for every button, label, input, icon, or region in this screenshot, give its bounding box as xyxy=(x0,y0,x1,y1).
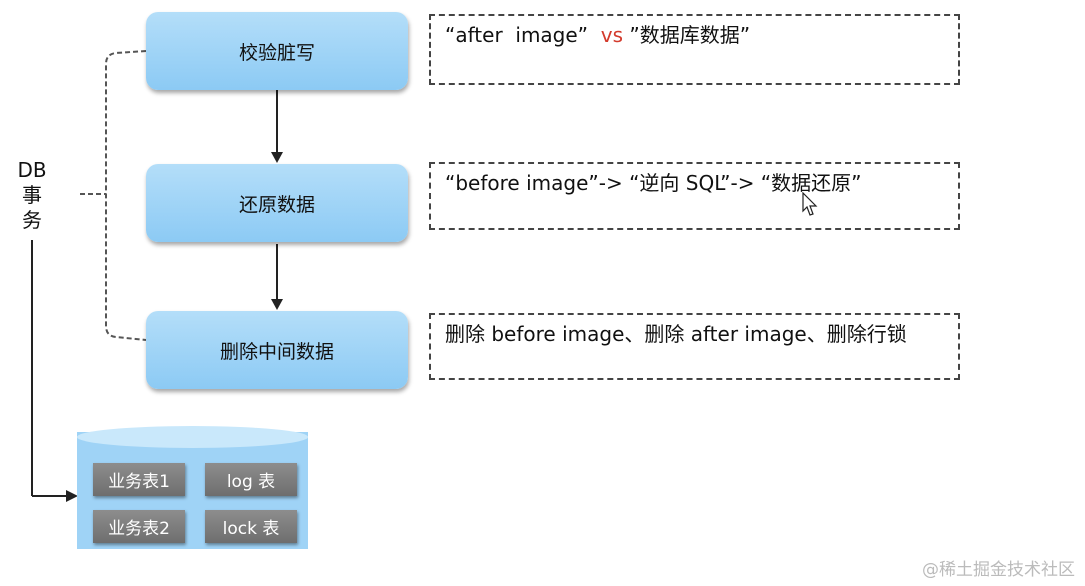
table-label: 业务表1 xyxy=(108,472,170,492)
step-delete-intermediate-data: 删除中间数据 xyxy=(146,311,408,389)
table-label: lock 表 xyxy=(222,519,280,539)
step-label: 还原数据 xyxy=(238,193,315,216)
table-business-1: 业务表1 xyxy=(93,463,185,496)
watermark: @稀土掘金技术社区 xyxy=(922,560,1075,580)
note-check-vs: vs xyxy=(600,23,624,47)
arrow-head-1 xyxy=(271,152,283,163)
table-business-2: 业务表2 xyxy=(93,510,185,543)
note-check-part1: “after image” xyxy=(445,23,601,47)
step-check-dirty-write: 校验脏写 xyxy=(146,12,408,90)
table-log: log 表 xyxy=(205,463,297,496)
database-cylinder-top xyxy=(77,426,308,448)
db-label-line-1: DB xyxy=(17,158,47,182)
note-restore-text: “before image”-> “逆向 SQL”-> “数据还原” xyxy=(445,171,862,195)
mouse-cursor-icon xyxy=(802,192,818,216)
db-label-line-3: 务 xyxy=(22,208,42,232)
db-arrow-head xyxy=(66,490,78,502)
table-label: 业务表2 xyxy=(108,519,170,539)
db-transaction-label: DB 事 务 xyxy=(14,158,50,233)
note-check-part2: ”数据库数据” xyxy=(623,23,751,47)
note-delete-text: 删除 before image、删除 after image、删除行锁 xyxy=(445,322,907,346)
bracket xyxy=(105,50,147,341)
step-label: 删除中间数据 xyxy=(219,340,334,363)
db-label-line-2: 事 xyxy=(22,183,42,207)
table-lock: lock 表 xyxy=(205,510,297,543)
arrow-head-2 xyxy=(271,299,283,310)
table-label: log 表 xyxy=(226,472,276,492)
step-label: 校验脏写 xyxy=(238,41,315,64)
step-restore-data: 还原数据 xyxy=(146,164,408,242)
note-restore: “before image”-> “逆向 SQL”-> “数据还原” xyxy=(429,162,960,230)
note-check: “after image” vs ”数据库数据” xyxy=(429,14,960,85)
note-delete: 删除 before image、删除 after image、删除行锁 xyxy=(429,313,960,380)
